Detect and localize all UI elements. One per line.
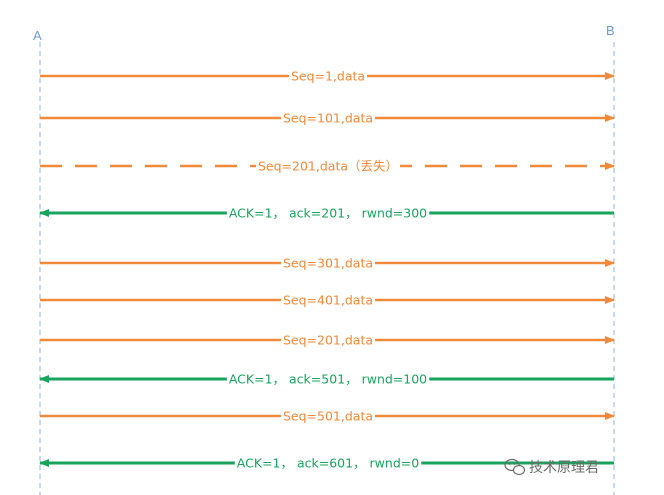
- label-background: [280, 255, 376, 271]
- label-background: [280, 408, 376, 424]
- message-label: ACK=1， ack=601， rwnd=0: [237, 456, 419, 471]
- host-b-label: B: [606, 23, 615, 38]
- label-background: [288, 68, 368, 84]
- label-background: [226, 371, 430, 387]
- watermark-text: 技术原理君: [529, 460, 599, 476]
- message-label: Seq=401,data: [283, 293, 373, 308]
- message-label: Seq=101,data: [283, 111, 373, 126]
- label-background: [255, 158, 401, 174]
- label-background: [280, 292, 376, 308]
- data-message: Seq=301,data: [40, 255, 615, 271]
- data-message: Seq=401,data: [40, 292, 615, 308]
- label-background: [226, 205, 430, 221]
- message-label: Seq=201,data: [283, 333, 373, 348]
- data-message: Seq=201,data: [40, 332, 615, 348]
- message-label: Seq=301,data: [283, 256, 373, 271]
- data-message: Seq=501,data: [40, 408, 615, 424]
- lost-data-message: Seq=201,data（丢失）: [40, 158, 615, 174]
- ack-message: ACK=1， ack=601， rwnd=0: [39, 455, 614, 471]
- ack-message: ACK=1， ack=201， rwnd=300: [39, 205, 614, 221]
- message-label: Seq=1,data: [291, 69, 365, 84]
- label-background: [234, 455, 422, 471]
- data-message: Seq=101,data: [40, 110, 615, 126]
- message-label: ACK=1， ack=501， rwnd=100: [229, 372, 427, 387]
- label-background: [280, 110, 376, 126]
- message-label: Seq=201,data（丢失）: [258, 159, 398, 174]
- watermark: 技术原理君: [504, 458, 599, 476]
- message-label: ACK=1， ack=201， rwnd=300: [229, 206, 427, 221]
- ack-message: ACK=1， ack=501， rwnd=100: [39, 371, 614, 387]
- host-a-label: A: [33, 28, 42, 43]
- message-label: Seq=501,data: [283, 409, 373, 424]
- data-message: Seq=1,data: [40, 68, 615, 84]
- wechat-icon: [504, 458, 526, 476]
- label-background: [280, 332, 376, 348]
